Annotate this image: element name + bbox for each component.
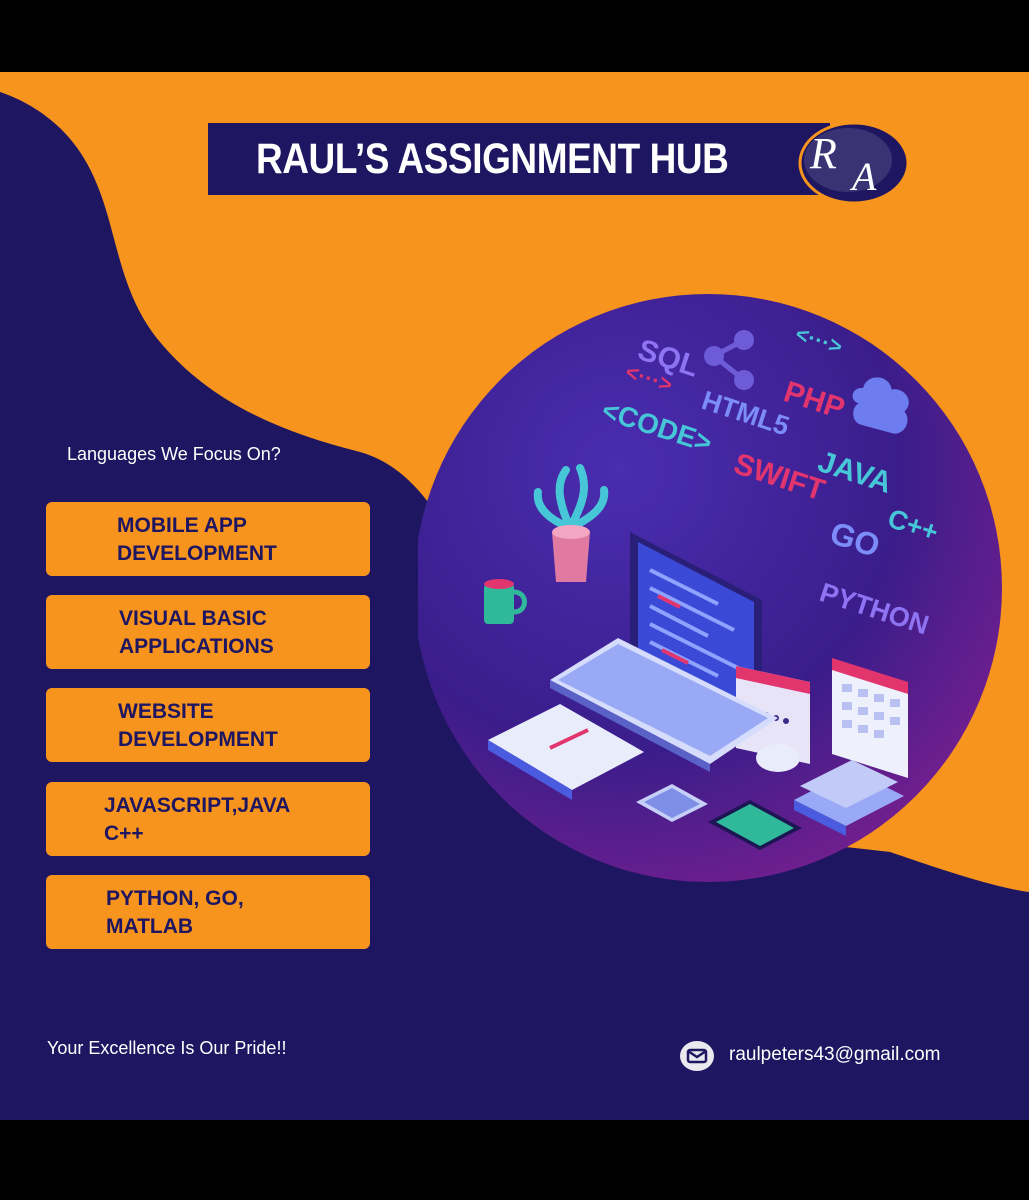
language-item-website: WEBSITE DEVELOPMENT bbox=[46, 688, 370, 762]
mug-icon bbox=[484, 579, 527, 624]
email-link[interactable]: raulpeters43@gmail.com bbox=[729, 1044, 941, 1065]
mouse-icon bbox=[756, 744, 800, 772]
books-icon bbox=[794, 760, 904, 836]
poster: RAUL’S ASSIGNMENT HUB R A SQL PHP HTML5 … bbox=[0, 72, 1029, 1120]
language-item-label: MOBILE APP DEVELOPMENT bbox=[117, 514, 277, 565]
language-item-python-go: PYTHON, GO, MATLAB bbox=[46, 875, 370, 949]
envelope-icon bbox=[680, 1041, 714, 1071]
language-item-visual-basic: VISUAL BASIC APPLICATIONS bbox=[46, 595, 370, 669]
languages-heading: Languages We Focus On? bbox=[67, 444, 281, 464]
language-item-javascript-java: JAVASCRIPT,JAVA C++ bbox=[46, 782, 370, 856]
language-item-label: VISUAL BASIC APPLICATIONS bbox=[119, 607, 274, 658]
keyboard-icon bbox=[550, 638, 778, 772]
share-icon bbox=[704, 330, 754, 390]
calendar-icon bbox=[832, 658, 908, 778]
tagline: Your Excellence Is Our Pride!! bbox=[47, 1038, 287, 1058]
title-banner: RAUL’S ASSIGNMENT HUB bbox=[208, 123, 830, 195]
tablet-icon bbox=[708, 800, 802, 850]
svg-text:R: R bbox=[809, 129, 837, 178]
language-item-mobile-app: MOBILE APP DEVELOPMENT bbox=[46, 502, 370, 576]
cloud-icon bbox=[852, 377, 909, 434]
language-item-label: JAVASCRIPT,JAVA C++ bbox=[104, 794, 291, 845]
calculator-icon bbox=[636, 784, 708, 822]
ra-logo-icon: R A bbox=[798, 121, 910, 205]
notebook-icon bbox=[488, 704, 644, 800]
page-title: RAUL’S ASSIGNMENT HUB bbox=[256, 135, 729, 183]
language-item-label: WEBSITE DEVELOPMENT bbox=[118, 700, 278, 751]
plant-icon bbox=[533, 464, 609, 582]
language-item-label: PYTHON, GO, MATLAB bbox=[106, 887, 244, 938]
coding-illustration: SQL PHP HTML5 <CODE> SWIFT JAVA C++ GO P… bbox=[418, 294, 1002, 882]
svg-text:A: A bbox=[849, 154, 877, 199]
